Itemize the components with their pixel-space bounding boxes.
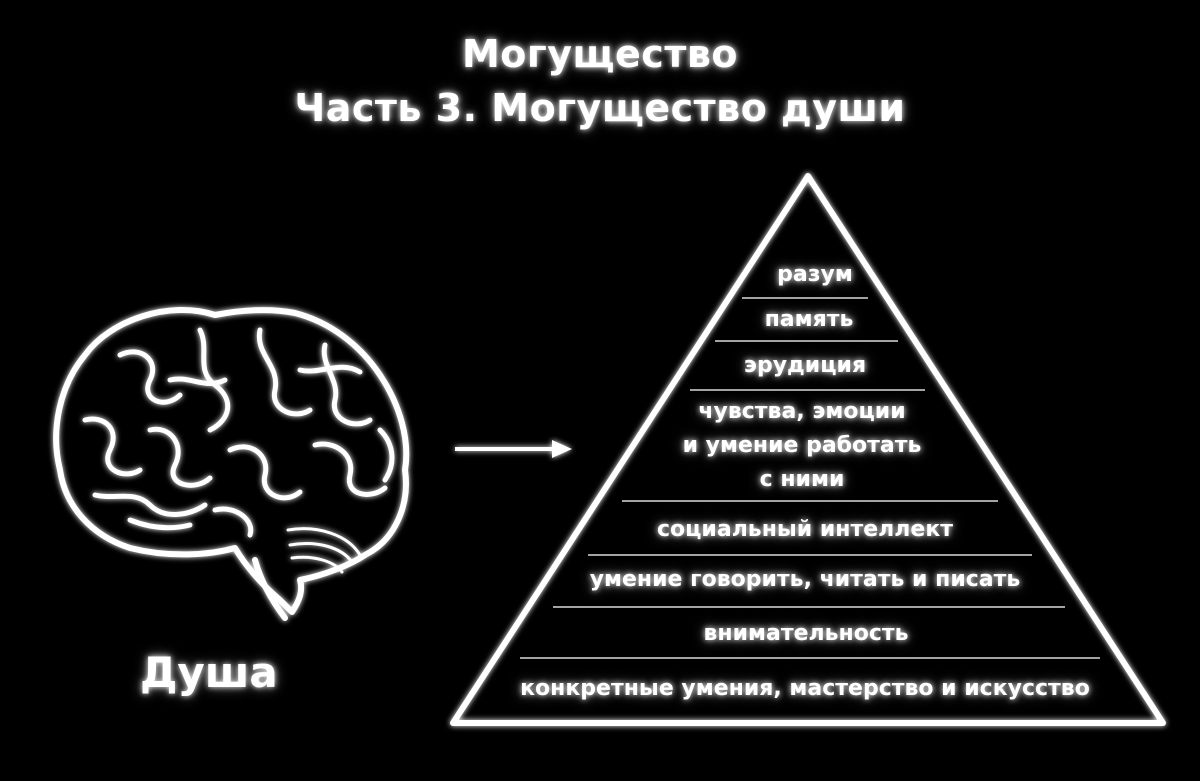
soul-label: Душа [140, 648, 278, 697]
pyramid-level-6: умение говорить, читать и писать [589, 567, 1021, 592]
title-line-2: Часть 3. Могущество души [294, 86, 906, 130]
pyramid-level-7: внимательность [703, 621, 909, 646]
pyramid-outline [450, 173, 1166, 726]
pyramid-level-5: социальный интеллект [656, 517, 954, 542]
pyramid-level-2: память [764, 307, 854, 332]
pyramid-level-8: конкретные умения, мастерство и искусств… [520, 676, 1090, 701]
pyramid-level-1: разум [777, 262, 853, 287]
pyramid-dividers [520, 297, 1100, 659]
pyramid-level-3: эрудиция [743, 353, 867, 378]
pyramid-level-4: чувства, эмоции и умение работать с ними [682, 399, 922, 492]
title-line-1: Могущество [461, 32, 739, 76]
arrow-right-icon [455, 440, 572, 458]
brain-icon [53, 306, 410, 621]
